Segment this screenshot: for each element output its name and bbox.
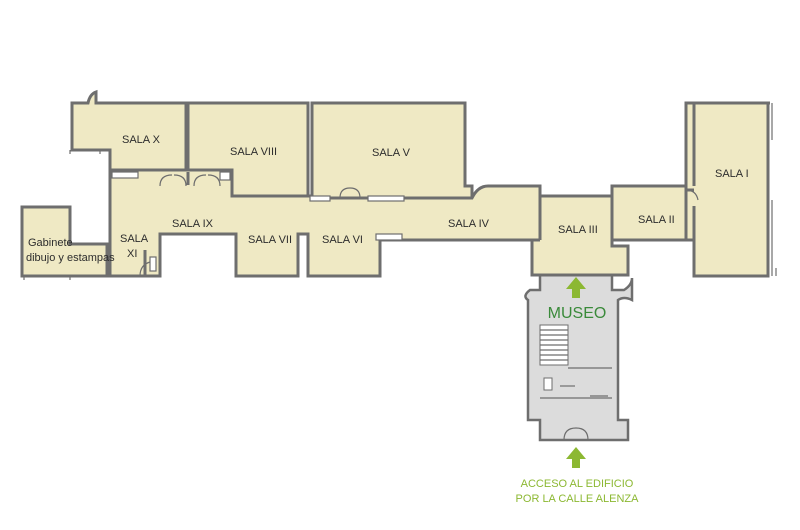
label-acceso-line1: ACCESO AL EDIFICIO (521, 478, 634, 490)
museum-floor (20, 89, 777, 280)
label-sala-vi: SALA VI (322, 234, 363, 246)
label-gabinete-line1: Gabinete (28, 237, 73, 249)
label-sala-xi-line2: XI (127, 248, 137, 260)
window (367, 195, 405, 202)
stairs (539, 324, 569, 366)
elevator (543, 377, 553, 391)
room-sala-i (684, 101, 770, 278)
label-museo: MUSEO (548, 305, 607, 322)
label-sala-viii: SALA VIII (230, 146, 277, 158)
window (111, 171, 139, 179)
room-gabinete (20, 205, 109, 278)
label-gabinete-line2: dibujo y estampas (26, 252, 115, 264)
window (149, 256, 157, 272)
label-sala-xi-line1: SALA (120, 233, 149, 245)
entrance-door (563, 427, 589, 441)
window (219, 171, 231, 181)
arrow-up-icon (566, 447, 586, 468)
label-sala-vii: SALA VII (248, 234, 292, 246)
label-sala-i: SALA I (715, 168, 749, 180)
label-sala-iii: SALA III (558, 224, 598, 236)
arrow-up-icon (566, 277, 586, 298)
label-sala-ii: SALA II (638, 214, 675, 226)
label-acceso-line2: POR LA CALLE ALENZA (516, 493, 640, 505)
label-sala-iv: SALA IV (448, 218, 490, 230)
window (309, 195, 331, 202)
window (375, 233, 403, 241)
label-sala-x: SALA X (122, 134, 161, 146)
room-sala-x (70, 89, 188, 172)
label-sala-v: SALA V (372, 147, 411, 159)
stair-hall (524, 273, 634, 442)
label-sala-ix: SALA IX (172, 218, 214, 230)
